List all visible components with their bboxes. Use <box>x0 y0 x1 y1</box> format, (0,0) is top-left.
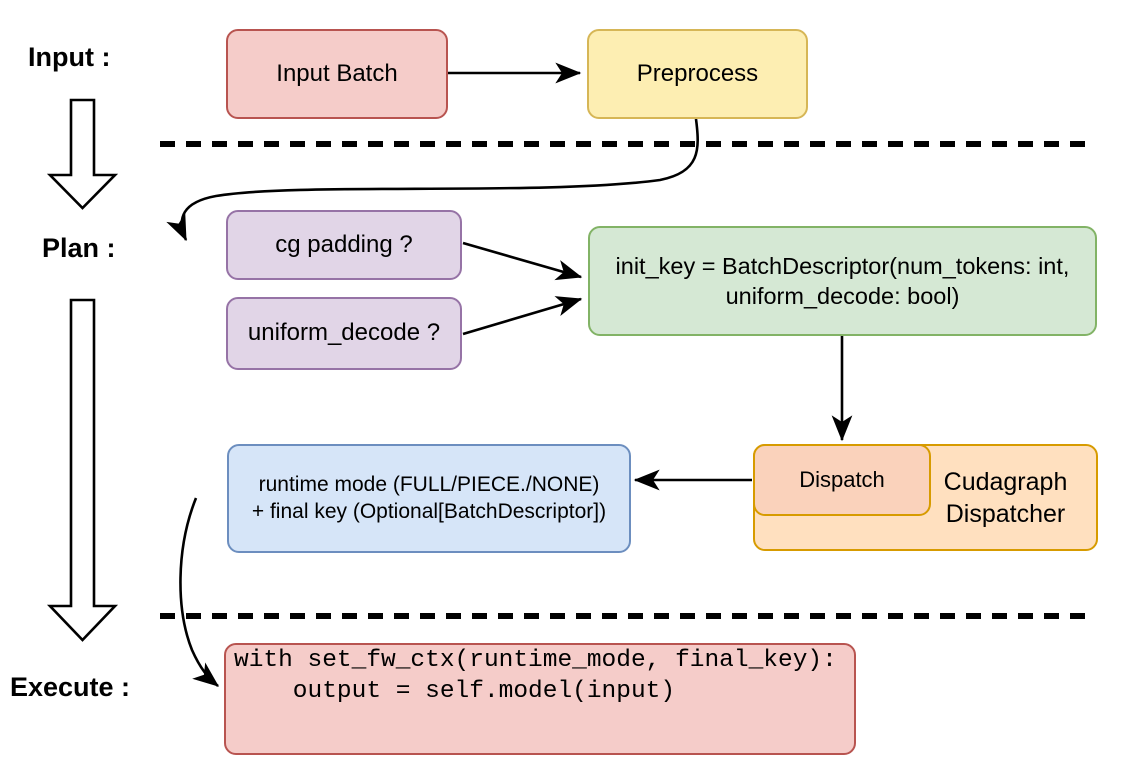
node-cudagraph-dispatcher-line2: Dispatcher <box>945 499 1066 528</box>
stage-label-plan: Plan : <box>42 233 116 263</box>
node-runtime-mode-line1: runtime mode (FULL/PIECE./NONE) <box>258 472 600 496</box>
node-uniform-decode-label: uniform_decode ? <box>247 319 441 347</box>
stage-label-input: Input : <box>28 42 111 72</box>
node-cudagraph-dispatcher-line1: Cudagraph <box>943 467 1068 496</box>
node-runtime-mode[interactable]: runtime mode (FULL/PIECE./NONE) + final … <box>227 444 631 553</box>
node-input-batch[interactable]: Input Batch <box>226 29 448 119</box>
node-preprocess[interactable]: Preprocess <box>587 29 808 119</box>
stage-label-execute: Execute : <box>10 672 131 702</box>
node-dispatch-label: Dispatch <box>799 466 885 492</box>
node-cg-padding[interactable]: cg padding ? <box>226 210 462 280</box>
edge-padding-to-key <box>462 241 583 281</box>
node-execute-code-line1: with set_fw_ctx(runtime_mode, final_key)… <box>234 647 837 674</box>
flow-arrow-plan-to-execute <box>46 298 119 642</box>
node-preprocess-label: Preprocess <box>636 59 759 87</box>
node-init-key-line1: init_key = BatchDescriptor(num_tokens: i… <box>615 252 1070 279</box>
node-input-batch-label: Input Batch <box>276 59 398 87</box>
node-execute-code-line2: output = self.model(input) <box>234 678 676 706</box>
edge-runtime-to-code <box>179 497 220 688</box>
flow-arrow-input-to-plan <box>46 98 119 210</box>
node-cg-padding-label: cg padding ? <box>275 230 413 258</box>
node-runtime-mode-line2: + final key (Optional[BatchDescriptor]) <box>251 499 607 523</box>
node-dispatch[interactable]: Dispatch <box>753 444 931 516</box>
node-execute-code[interactable]: with set_fw_ctx(runtime_mode, final_key)… <box>224 643 856 755</box>
edge-decode-to-key <box>462 296 583 336</box>
node-uniform-decode[interactable]: uniform_decode ? <box>226 297 462 370</box>
node-init-key[interactable]: init_key = BatchDescriptor(num_tokens: i… <box>588 226 1097 336</box>
node-init-key-line2: uniform_decode: bool) <box>725 283 960 309</box>
